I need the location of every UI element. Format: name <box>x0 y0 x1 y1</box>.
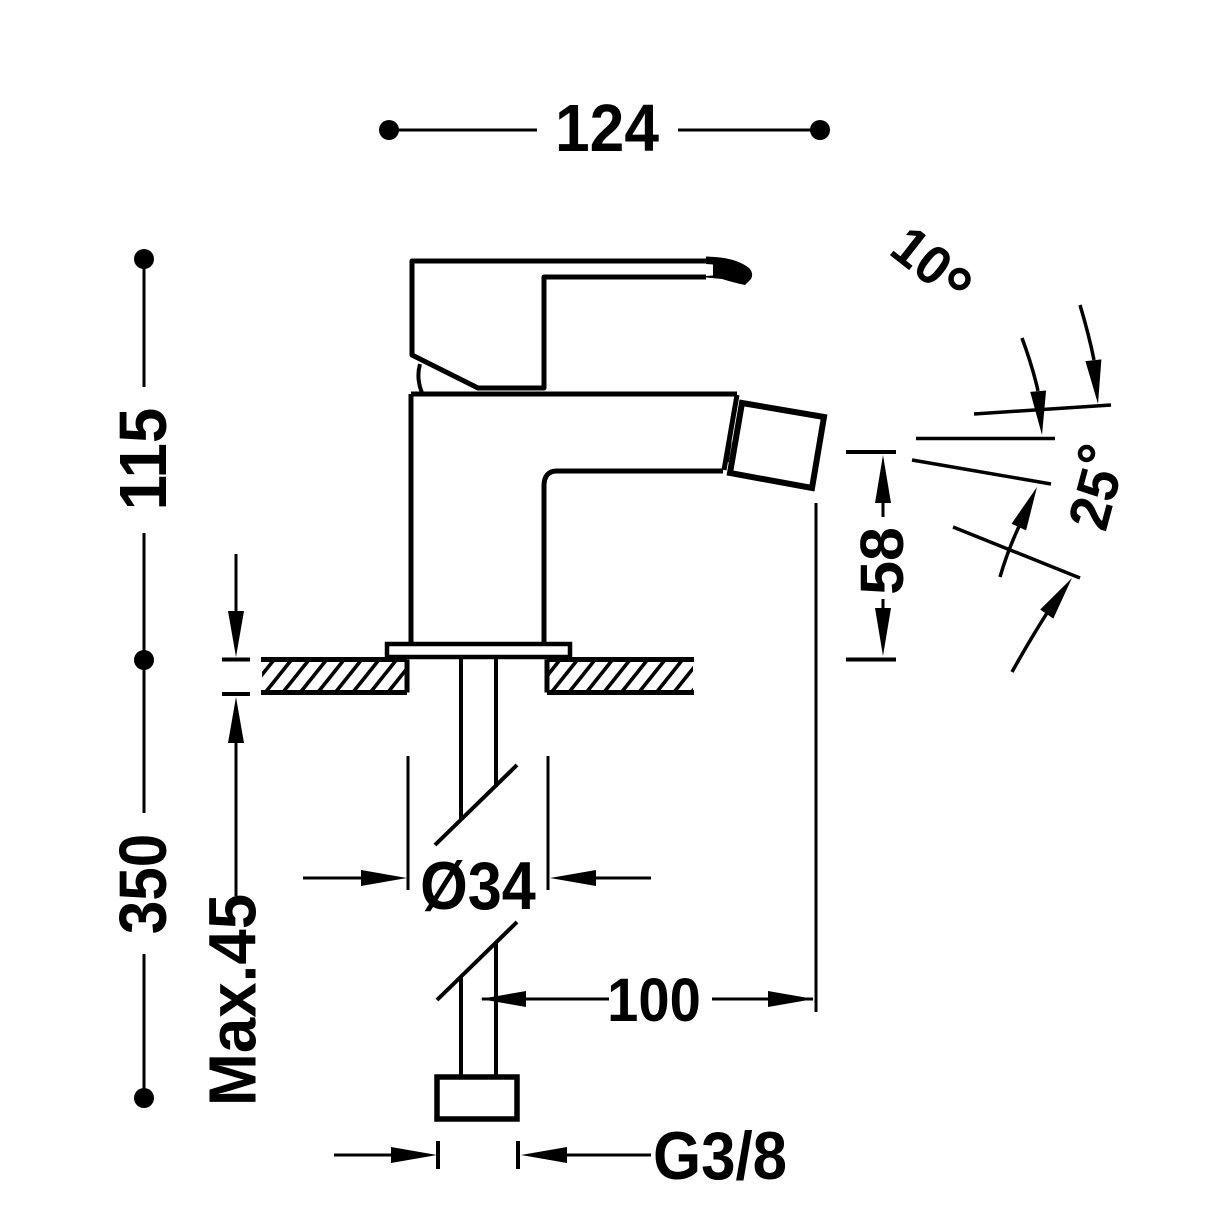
svg-text:100: 100 <box>607 967 701 1035</box>
svg-text:124: 124 <box>555 90 659 166</box>
svg-text:58: 58 <box>848 527 916 595</box>
svg-text:350: 350 <box>105 834 181 935</box>
svg-text:115: 115 <box>106 408 181 511</box>
svg-text:Max.45: Max.45 <box>195 894 270 1106</box>
svg-text:G3/8: G3/8 <box>653 1117 787 1193</box>
svg-text:Ø34: Ø34 <box>420 847 536 924</box>
